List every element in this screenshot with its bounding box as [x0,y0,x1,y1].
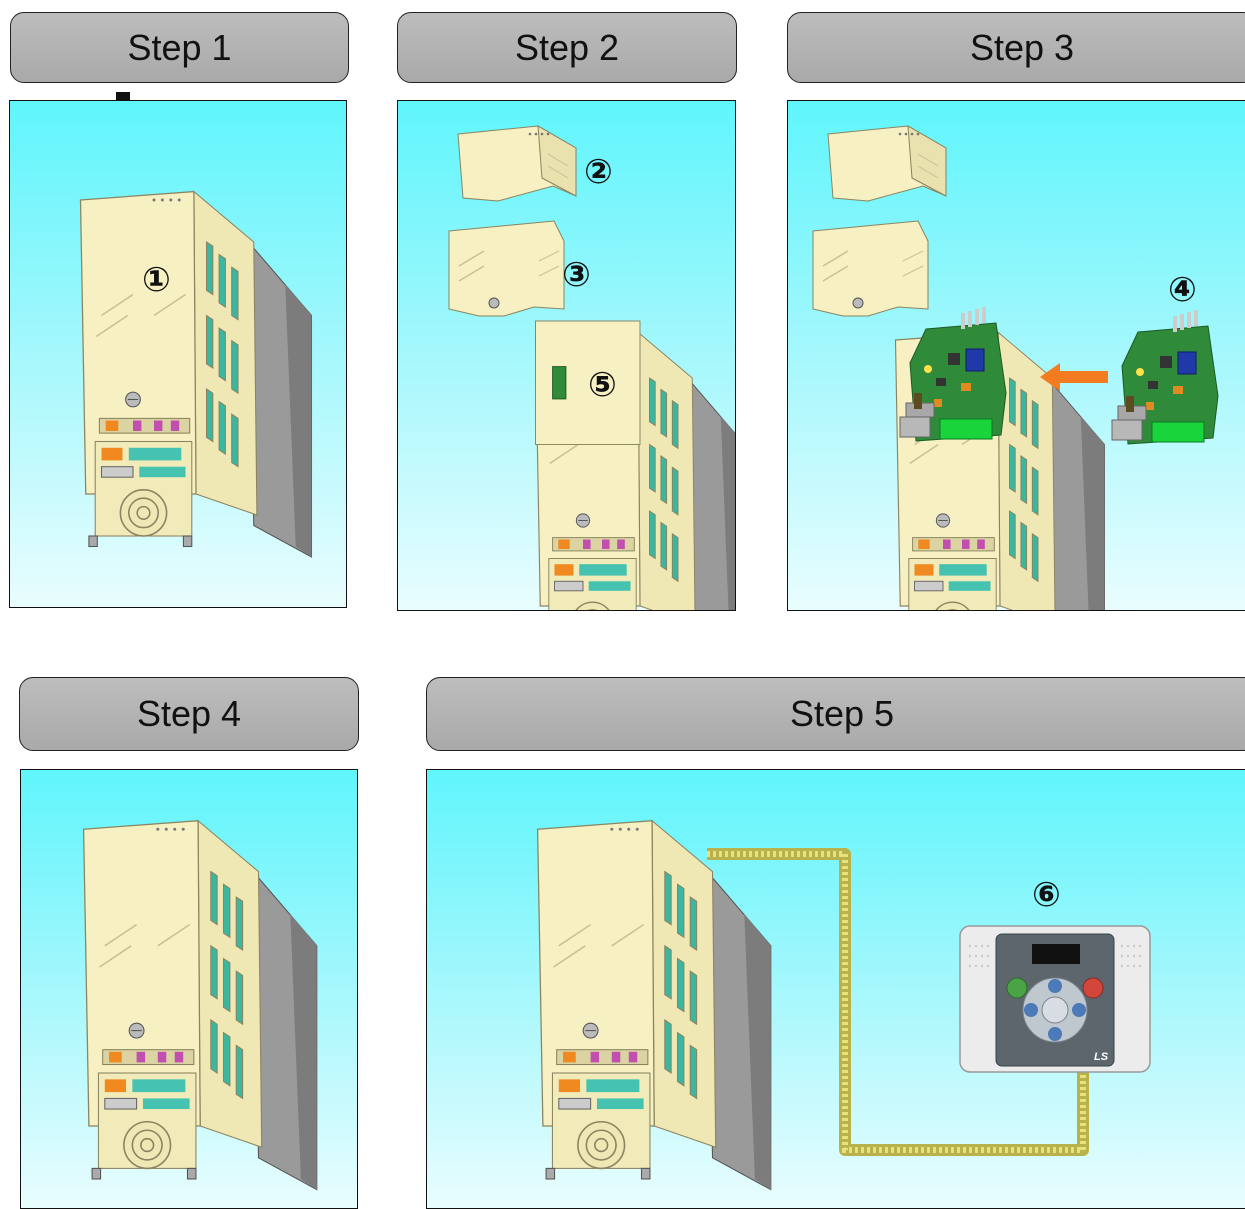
step-4-label: Step 4 [136,693,242,734]
middle-cover [812,220,929,317]
step-1-label: Step 1 [127,26,232,68]
brand-logo: LS [1094,1051,1109,1063]
pcb-installed [899,306,1007,442]
step-3-header: Step 3 [787,12,1245,83]
step-4-panel [20,769,358,1209]
step-4-illustration [82,819,318,1191]
insert-arrow [1040,363,1108,391]
keypad-device: LS [959,925,1151,1073]
step-2-illustration: ② ③ ⑤ [448,125,735,610]
callout-2: ② [584,152,613,192]
keypad-display [1032,944,1080,964]
stop-key [1082,977,1104,999]
step-3-panel: ④ [787,100,1245,611]
step-5-header: Step 5 [426,677,1245,751]
callout-4: ④ [1168,270,1197,310]
callout-6: ⑥ [1032,875,1061,915]
callout-3: ③ [562,255,591,295]
run-key [1006,977,1028,999]
drive-unit-open [534,320,735,610]
step-2-label: Step 2 [514,26,620,68]
callout-1: ① [142,260,171,300]
top-cover [457,125,577,202]
callout-5: ⑤ [588,365,617,405]
drive-unit [536,819,772,1191]
step-1-illustration: ① [79,190,313,558]
step-2-header: Step 2 [397,12,737,83]
step-5-illustration: LS ⑥ [536,819,1151,1191]
drive-unit [82,819,318,1191]
step-1-header: Step 1 [10,12,349,83]
step-3-illustration: ④ [812,125,1219,610]
top-cover [827,125,947,202]
middle-cover [448,220,565,317]
drive-unit [79,190,313,558]
step-4-header: Step 4 [19,677,359,751]
step-3-label: Step 3 [969,26,1075,68]
pcb-option-board [1111,309,1219,445]
marker-tick [116,92,130,100]
step-5-panel: LS ⑥ [426,769,1245,1209]
step-5-label: Step 5 [789,693,895,734]
step-1-panel: ① [9,100,347,608]
step-2-panel: ② ③ ⑤ [397,100,736,611]
